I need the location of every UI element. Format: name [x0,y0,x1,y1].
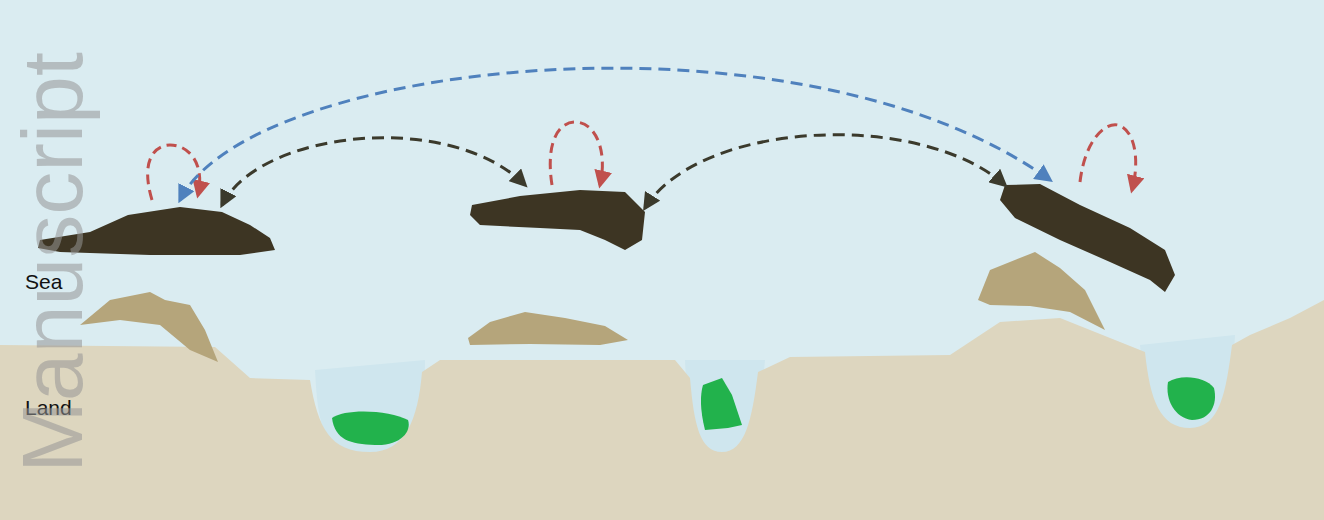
blue-arc-arrow [180,68,1050,200]
dark-patch [1000,184,1175,292]
green-patch [701,378,742,430]
red-loop-arrow [550,122,602,185]
tan-shape [80,292,218,362]
green-patch [332,411,409,445]
red-loop-arrow [1080,125,1136,190]
watermark: Manuscript [3,52,102,473]
tan-shape [468,312,628,345]
green-patch [1167,377,1215,420]
red-loop-arrow [148,145,200,200]
dark-patch [470,190,645,250]
dark-arc-arrow [222,138,525,205]
dark-arc-arrow [645,135,1005,208]
tan-shape [978,252,1105,330]
